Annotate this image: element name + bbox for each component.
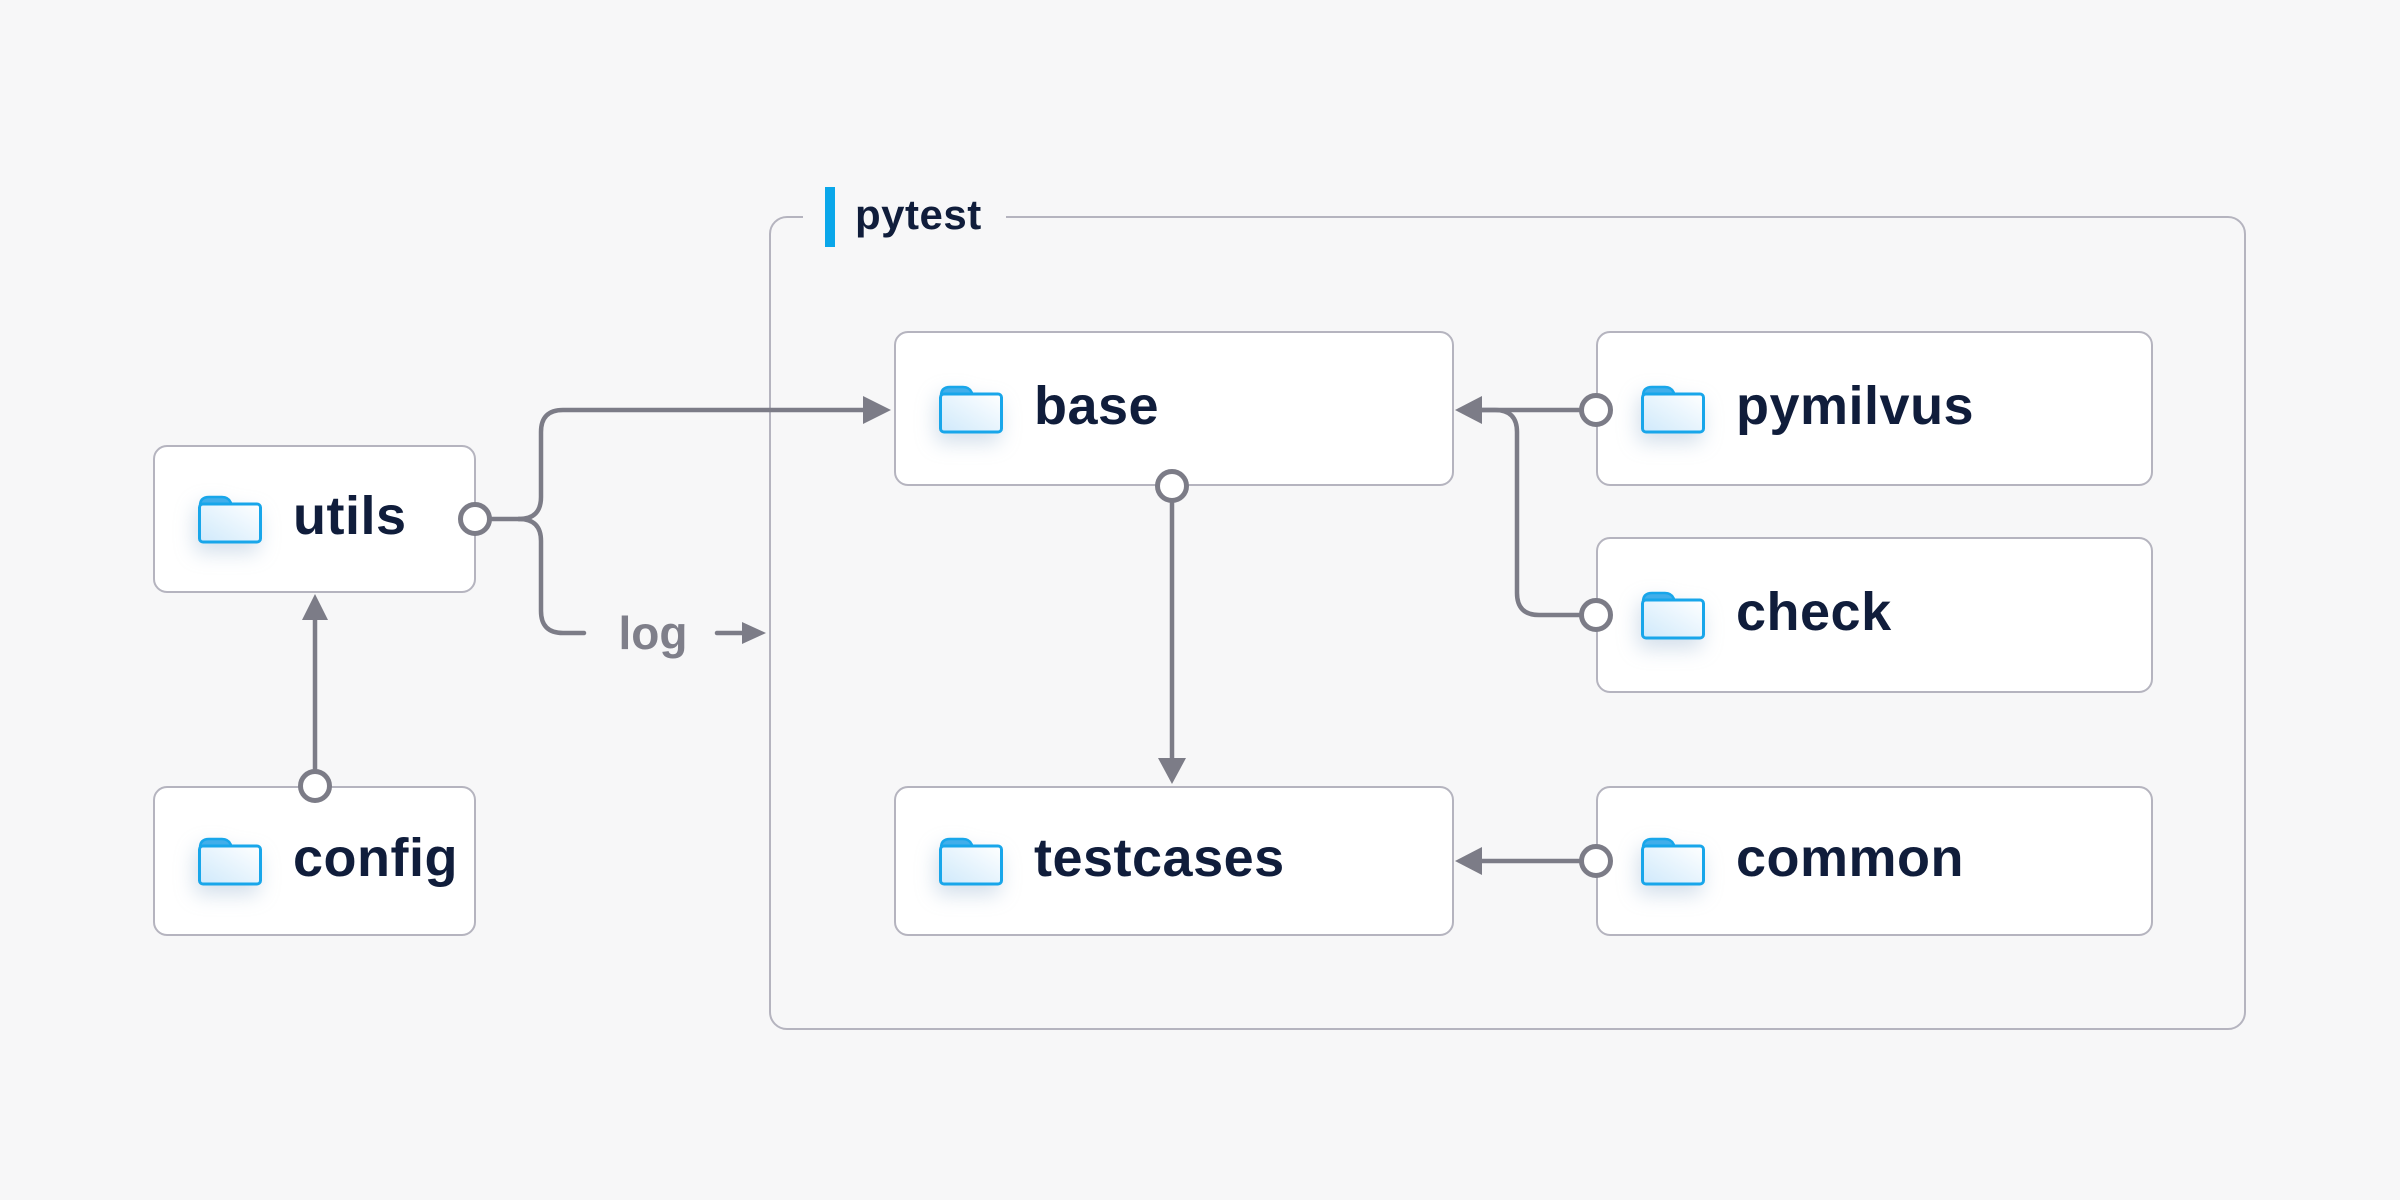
node-testcases: testcases xyxy=(894,786,1454,936)
node-config-label: config xyxy=(293,828,458,888)
node-check-label: check xyxy=(1736,582,1892,642)
edge-utils-to-log xyxy=(516,516,587,636)
pytest-group-label-text: pytest xyxy=(855,191,982,238)
folder-icon xyxy=(939,837,1003,886)
edge-log-into-container xyxy=(714,622,766,644)
folder-icon xyxy=(198,837,262,886)
folder-icon xyxy=(939,385,1003,433)
pytest-group-label: pytest xyxy=(803,185,1006,249)
folder-icon xyxy=(1641,837,1705,886)
node-base: base xyxy=(894,331,1454,486)
node-check: check xyxy=(1596,537,2153,693)
node-common: common xyxy=(1596,786,2153,936)
folder-icon xyxy=(1641,385,1705,433)
accent-bar xyxy=(825,187,835,247)
node-pymilvus: pymilvus xyxy=(1596,331,2153,486)
folder-icon xyxy=(1641,591,1705,640)
folder-icon xyxy=(198,495,262,544)
arrowhead-right-icon xyxy=(742,622,766,644)
node-utils-label: utils xyxy=(293,486,407,546)
node-testcases-label: testcases xyxy=(1034,828,1285,888)
node-common-label: common xyxy=(1736,828,1965,888)
node-pymilvus-label: pymilvus xyxy=(1736,375,1975,436)
node-utils: utils xyxy=(153,445,476,593)
arrowhead-up-icon xyxy=(302,594,328,620)
edge-config-to-utils xyxy=(298,594,332,803)
node-config: config xyxy=(153,786,476,936)
pytest-group-container xyxy=(769,216,2246,1030)
node-base-label: base xyxy=(1034,375,1160,436)
log-annotation: log xyxy=(618,607,688,659)
